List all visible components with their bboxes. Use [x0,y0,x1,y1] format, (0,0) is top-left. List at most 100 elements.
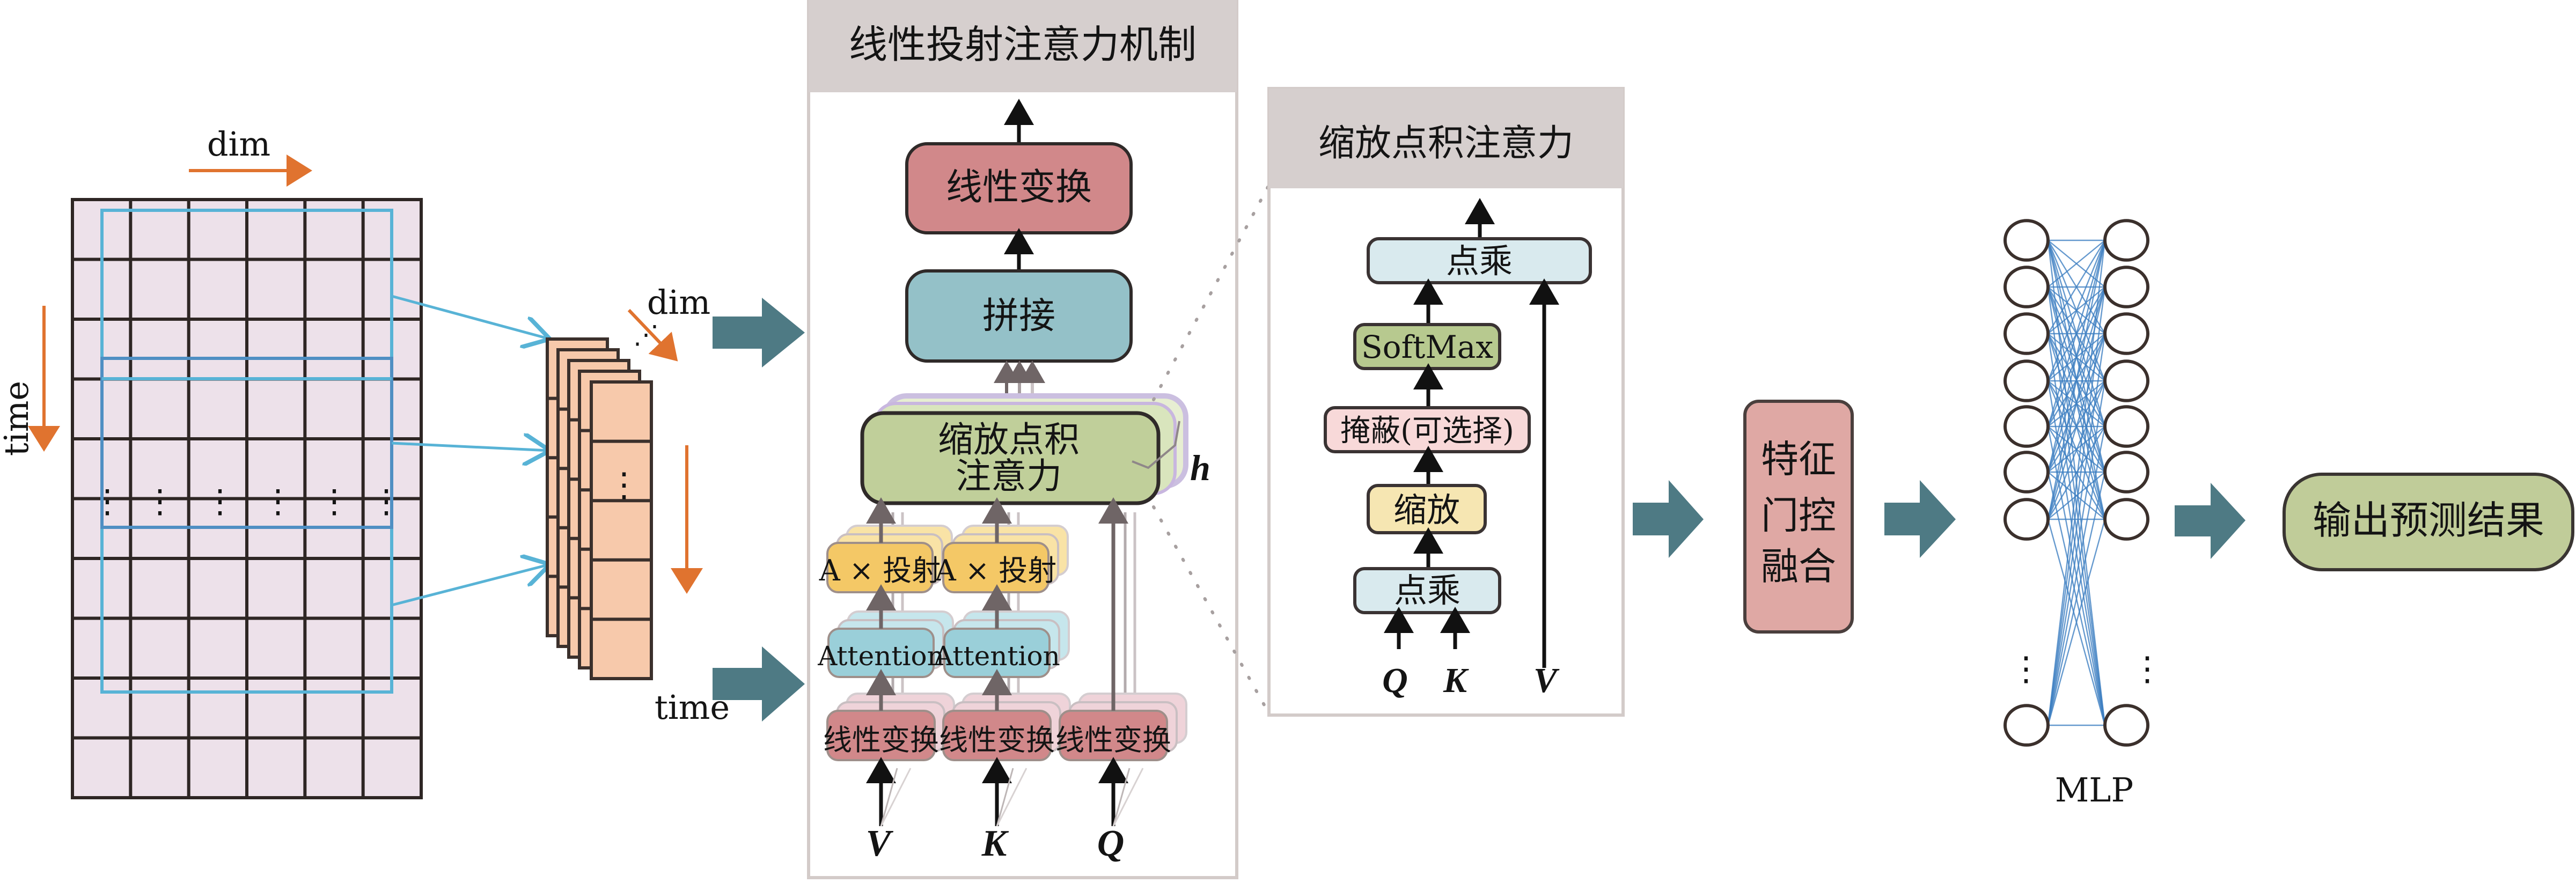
mlp-node-input [2003,359,2050,402]
gate-fusion-line3: 融合 [1761,544,1836,588]
mlp-node-input [2003,219,2050,262]
teal-arrow-dim [713,298,805,367]
mlp-edge [2047,240,2106,726]
matrix-ellipsis-row: ⋮⋮⋮⋮⋮⋮ [91,483,402,520]
heads-label: h [1190,447,1210,488]
lpa-linear-in-label: 线性变换 [823,723,939,757]
sdpa-panel-title: 缩放点积注意力 [1318,122,1574,165]
sdpa-detail-panel: 缩放点积注意力 点乘 SoftMax 掩蔽(可选择) 缩放 点乘 Q K V [1267,87,1625,717]
lpa-linear-in-label: 线性变换 [939,723,1055,757]
sdpa-mask-label: 掩蔽(可选择) [1340,414,1514,448]
mlp-edge [2047,240,2105,288]
mlp-node-input [2003,498,2050,541]
mlp-node-input [2003,312,2050,355]
output-box [2283,473,2574,571]
lpa-linear-in-label: 线性变换 [1055,723,1171,757]
lpa-input-fan [1112,768,1131,827]
mlp-node-output [2103,451,2149,494]
matrix-to-stack-arrows [391,295,550,607]
connector-arrow [391,564,550,607]
lpa-input-fan [1112,768,1144,827]
sdpa-input-v: V [1533,661,1560,700]
matrix-ellipsis: ⋮ [370,483,402,520]
lpa-panel-header [809,0,1237,92]
lpa-input-q: Q [1097,823,1125,864]
matrix-ellipsis: ⋮ [204,483,236,520]
mlp-connections [2047,239,2106,726]
mlp-edge [2047,472,2106,726]
stack-dim-arrow [627,308,678,362]
lpa-sdpa-label-line1: 缩放点积 [938,419,1080,460]
sdpa-matmul-bottom-label: 点乘 [1394,571,1461,610]
output-label: 输出预测结果 [2313,498,2544,543]
matrix-ellipsis: ⋮ [144,483,176,520]
mlp-right-ellipsis: ⋮ [2131,649,2164,688]
gate-fusion-box [1743,400,1854,634]
mlp-left-ellipsis: ⋮ [2009,649,2043,688]
connector-arrow [391,443,550,451]
mlp-edge [2047,240,2106,473]
mlp-edge [2047,333,2106,726]
mlp-edge [2047,240,2106,520]
lpa-projection-label: A × 投射 [935,554,1057,587]
mlp-edge [2047,240,2106,381]
mlp-node-output [2103,359,2149,402]
matrix-dim-label: dim [207,124,270,164]
sdpa-panel-header [1269,89,1623,188]
lpa-input-v: V [866,823,894,864]
heads-bracket [1132,421,1180,469]
connector-arrow [391,295,550,339]
teal-arrow-to-mlp [1884,480,1956,558]
feature-stack [546,337,653,680]
sdpa-matmul-bottom-box [1353,567,1501,614]
matrix-ellipsis: ⋮ [318,483,350,520]
matrix-ellipsis: ⋮ [91,483,123,520]
zoom-connector [1152,183,1271,715]
stack-labels: ⋰ dim time ⋮ [607,283,730,727]
zoom-line-top [1152,183,1271,401]
mlp-node-input [2003,704,2050,747]
sdpa-input-k: K [1443,661,1469,700]
stack-cell-ellipsis: ⋮ [607,465,641,504]
mlp-node-output [2103,266,2149,308]
teal-arrow-time [713,646,805,722]
sdpa-softmax-label: SoftMax [1361,329,1493,365]
mlp-edge [2047,286,2106,726]
stack-slab [590,380,653,680]
lpa-input-k: K [981,823,1009,864]
stack-dim-label: dim [647,283,710,322]
mlp-edge [2047,240,2106,427]
sdpa-input-q: Q [1382,661,1408,700]
lpa-concat-label: 拼接 [982,295,1055,337]
teal-arrow-to-output [2175,483,2245,559]
mlp-edge [2047,240,2106,334]
mlp-node-input [2003,405,2050,448]
mlp-node-output [2103,704,2149,747]
lpa-input-fan [996,768,1014,827]
matrix-time-label: time [0,381,36,456]
mlp-node-output [2103,405,2149,448]
mlp-node-output [2103,219,2149,262]
mlp-node-input [2003,266,2050,308]
mlp-edge [2047,380,2106,520]
output-block: 输出预测结果 [2283,473,2574,571]
mlp-edge [2047,380,2106,726]
cyan-window-inner [100,357,393,529]
mlp-node-output [2103,312,2149,355]
lpa-attention-label: Attention [817,641,944,672]
mlp-label: MLP [2055,770,2133,810]
sdpa-matmul-top-box [1367,237,1592,284]
lpa-linear-out-label: 线性变换 [946,166,1092,209]
lpa-input-fan [880,768,898,827]
teal-arrow-to-gate [1633,480,1704,558]
lpa-input-fan [880,768,912,827]
input-matrix: ⋮⋮⋮⋮⋮⋮ dim time [0,124,423,799]
lpa-sdpa-label-line2: 注意力 [956,455,1062,497]
stack-ellipsis: ⋰ [633,320,659,350]
zoom-line-bottom [1152,505,1271,715]
gate-fusion-line1: 特征 [1761,437,1836,481]
mlp-edge [2047,472,2105,520]
mlp-edge [2047,519,2106,726]
